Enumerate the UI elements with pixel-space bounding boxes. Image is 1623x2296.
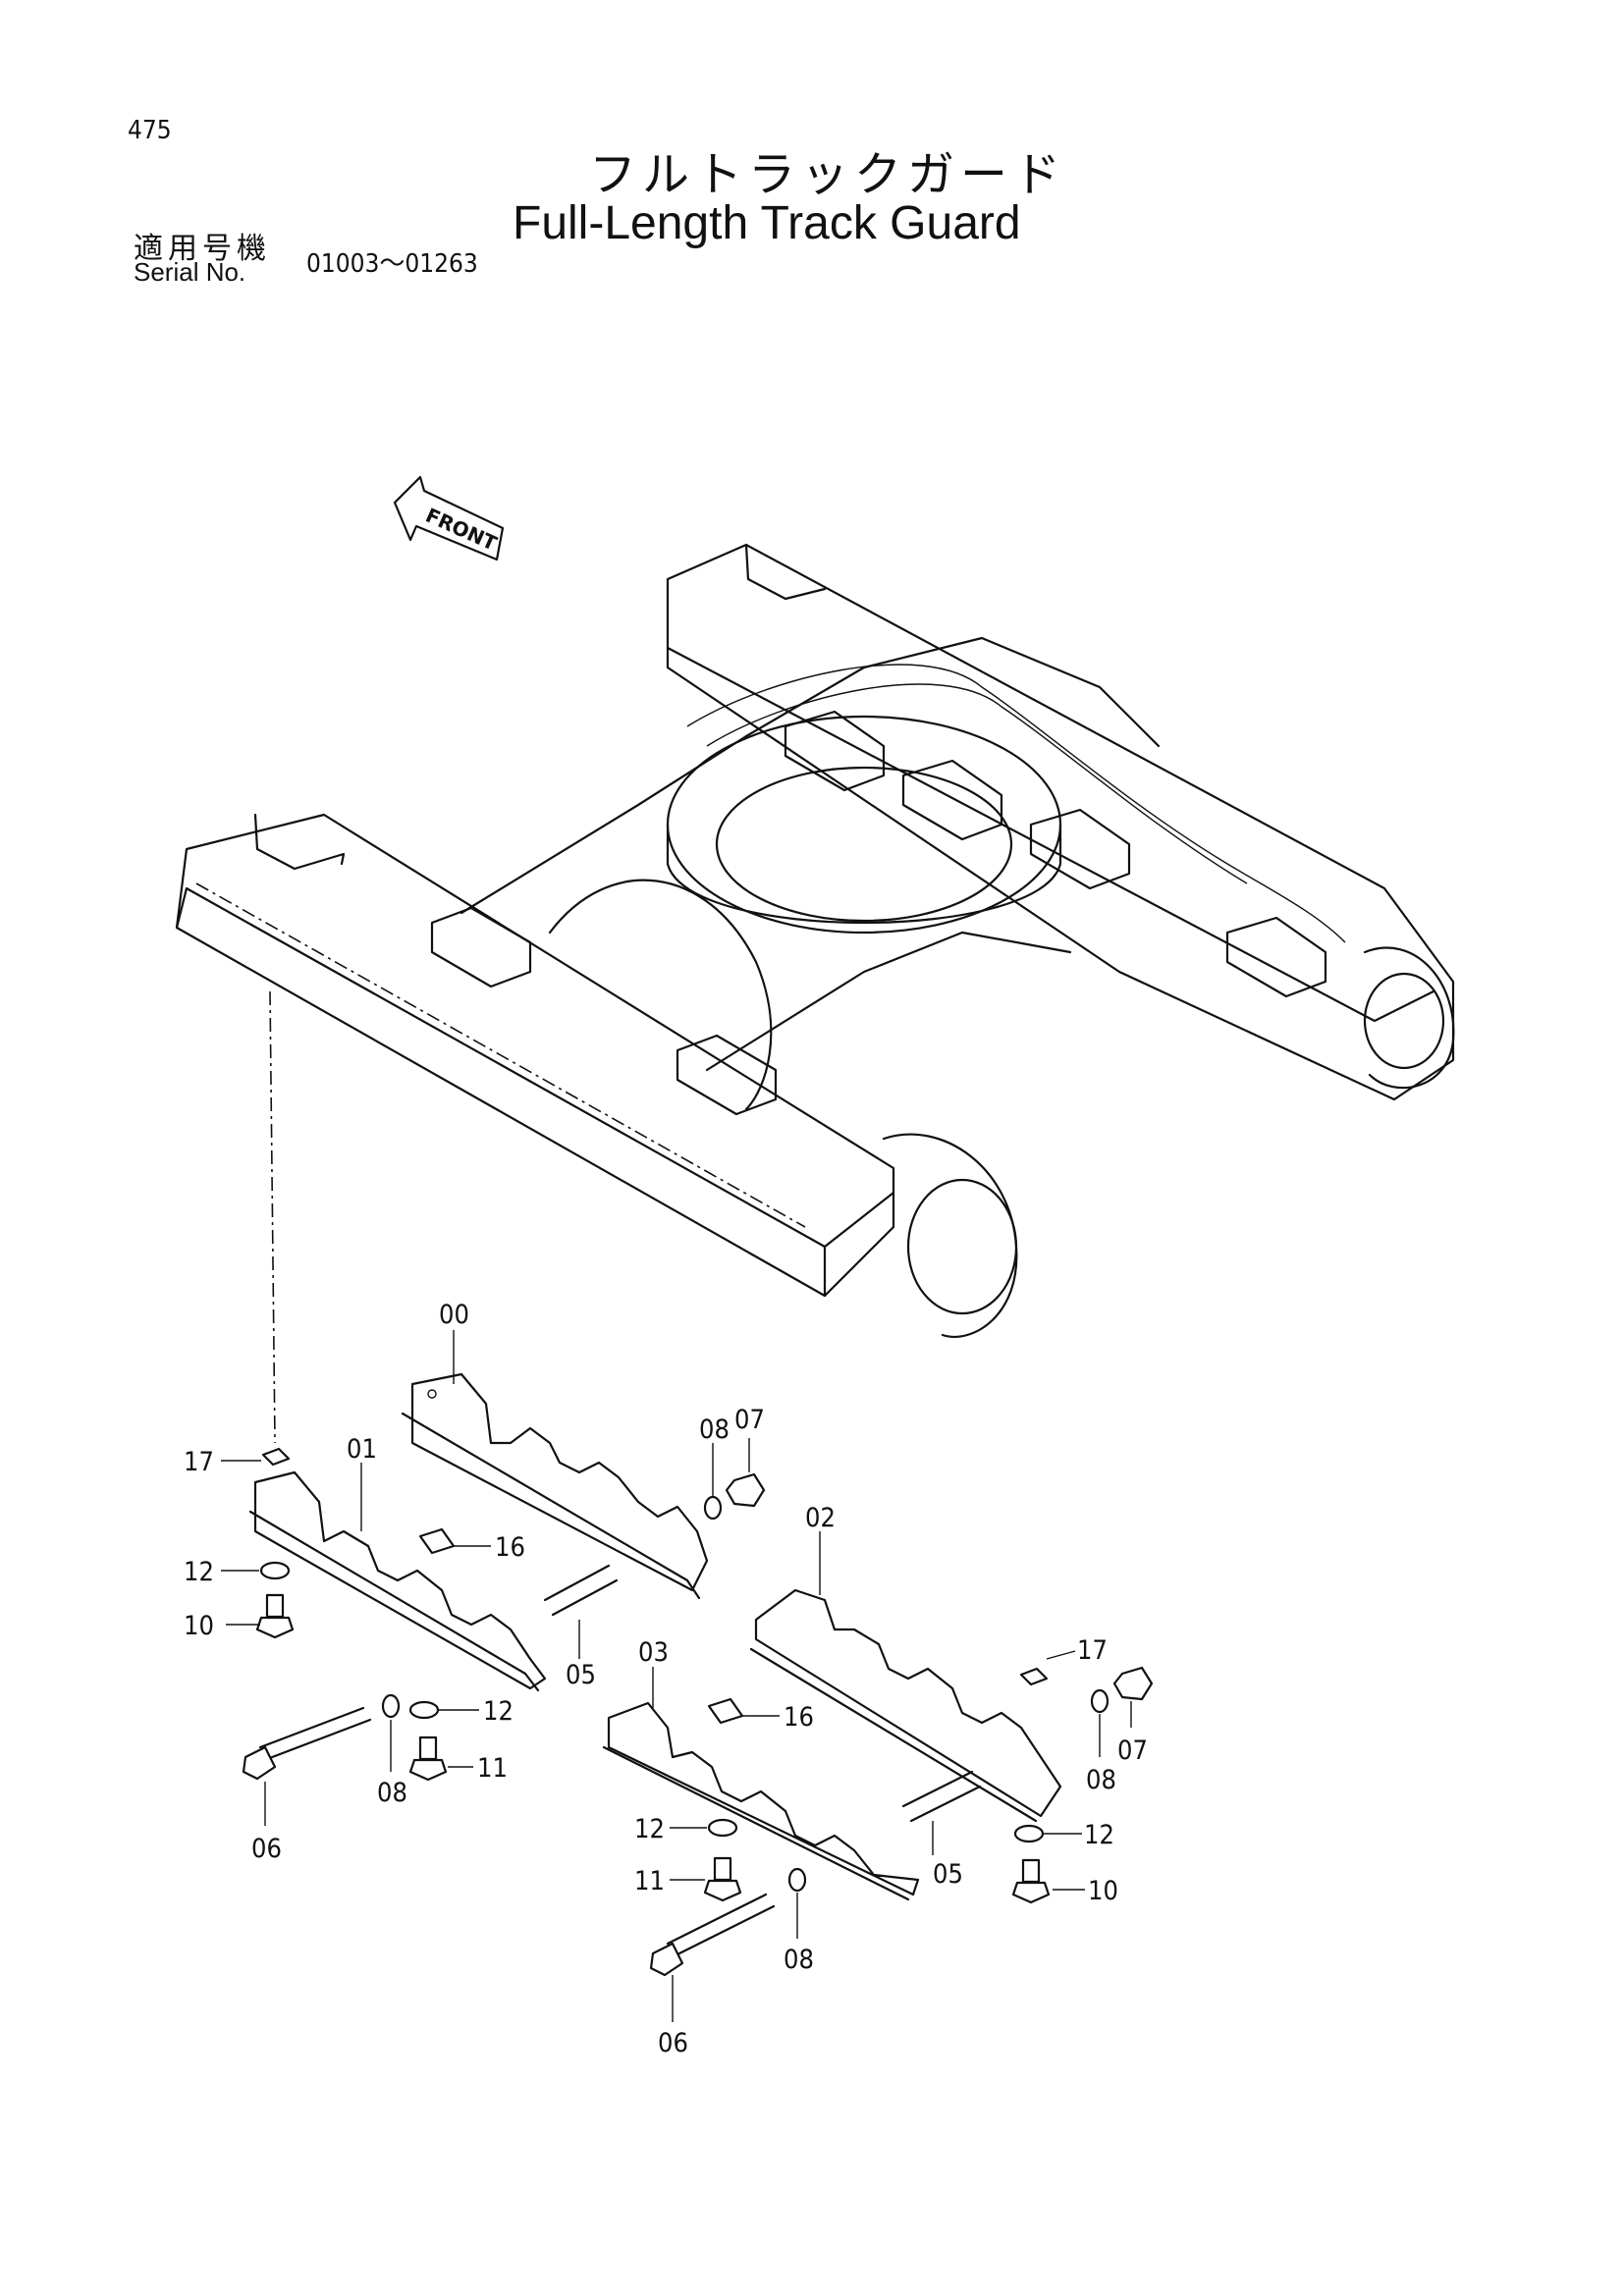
part-02-track-guard — [749, 1588, 1062, 1823]
bolt-10-left — [255, 1593, 295, 1639]
washer-08-right — [1090, 1688, 1109, 1714]
callout-08-upper: 08 — [699, 1415, 730, 1445]
callout-07-upper: 07 — [734, 1405, 765, 1435]
callout-10-right: 10 — [1088, 1876, 1118, 1906]
callout-08-left: 08 — [377, 1778, 407, 1808]
callout-02: 02 — [805, 1503, 836, 1533]
callout-00: 00 — [439, 1300, 469, 1330]
callout-07-right: 07 — [1117, 1735, 1148, 1766]
callout-leaders — [221, 1330, 1132, 2022]
plate-17-left — [261, 1447, 291, 1467]
track-frame-drawing — [175, 543, 1455, 1338]
callout-01: 01 — [347, 1434, 377, 1465]
part-01-track-guard — [248, 1470, 547, 1692]
plate-17-right — [1019, 1667, 1049, 1686]
title-japanese: フルトラックガード — [589, 147, 1067, 202]
callout-06-left: 06 — [251, 1834, 282, 1864]
serial-range: 01003～01263 — [306, 249, 478, 279]
callout-12-d: 12 — [1084, 1820, 1114, 1850]
callout-11-left: 11 — [477, 1753, 508, 1784]
callout-11-right: 11 — [634, 1866, 665, 1896]
part-03-track-guard — [602, 1701, 920, 1901]
serial-label-japanese: 適用号機 — [134, 232, 271, 266]
plate-16-right — [707, 1697, 744, 1725]
title-english: Full-Length Track Guard — [513, 197, 1021, 249]
callout-12-b: 12 — [483, 1696, 514, 1727]
washer-12-d — [1013, 1824, 1045, 1843]
front-arrow-icon: FRONT — [393, 475, 505, 561]
callout-12-c: 12 — [634, 1814, 665, 1844]
callout-17-left: 17 — [184, 1447, 214, 1477]
washer-12-c — [707, 1818, 738, 1838]
bolt-10-right — [1011, 1858, 1051, 1904]
page-number: 475 — [128, 116, 172, 145]
leader-line — [269, 990, 276, 1444]
callout-10-left: 10 — [184, 1611, 214, 1641]
washer-08-upper — [703, 1495, 723, 1521]
callout-05-right: 05 — [933, 1859, 963, 1890]
callout-08-right: 08 — [1086, 1765, 1116, 1795]
part-00-track-guard — [401, 1372, 709, 1600]
pin-05-left — [543, 1564, 619, 1617]
callout-labels: 00 01 02 03 05 05 06 06 07 07 08 08 08 0… — [184, 1300, 1148, 2058]
callout-06-right: 06 — [658, 2028, 688, 2058]
nut-07-right — [1112, 1666, 1154, 1701]
washer-08-lower — [787, 1867, 807, 1893]
callout-16-left: 16 — [495, 1532, 525, 1563]
callout-03: 03 — [638, 1637, 669, 1668]
nut-07-upper — [725, 1472, 766, 1508]
callout-16-right: 16 — [784, 1702, 814, 1733]
callout-12-a: 12 — [184, 1557, 214, 1587]
pin-05-right — [901, 1770, 982, 1823]
bolt-11-left — [408, 1735, 448, 1782]
bolt-11-right — [703, 1856, 742, 1902]
washer-12-b — [408, 1700, 440, 1720]
callout-05-left: 05 — [566, 1660, 596, 1690]
washer-08-left — [381, 1693, 401, 1719]
serial-label-english: Serial No. — [134, 257, 246, 287]
callout-08-lower: 08 — [784, 1945, 814, 1975]
bolt-06-left — [242, 1706, 372, 1781]
washer-12-a — [259, 1561, 291, 1580]
callout-17-right: 17 — [1077, 1635, 1108, 1666]
bolt-06-right — [649, 1893, 776, 1977]
plate-16-left — [418, 1527, 456, 1555]
